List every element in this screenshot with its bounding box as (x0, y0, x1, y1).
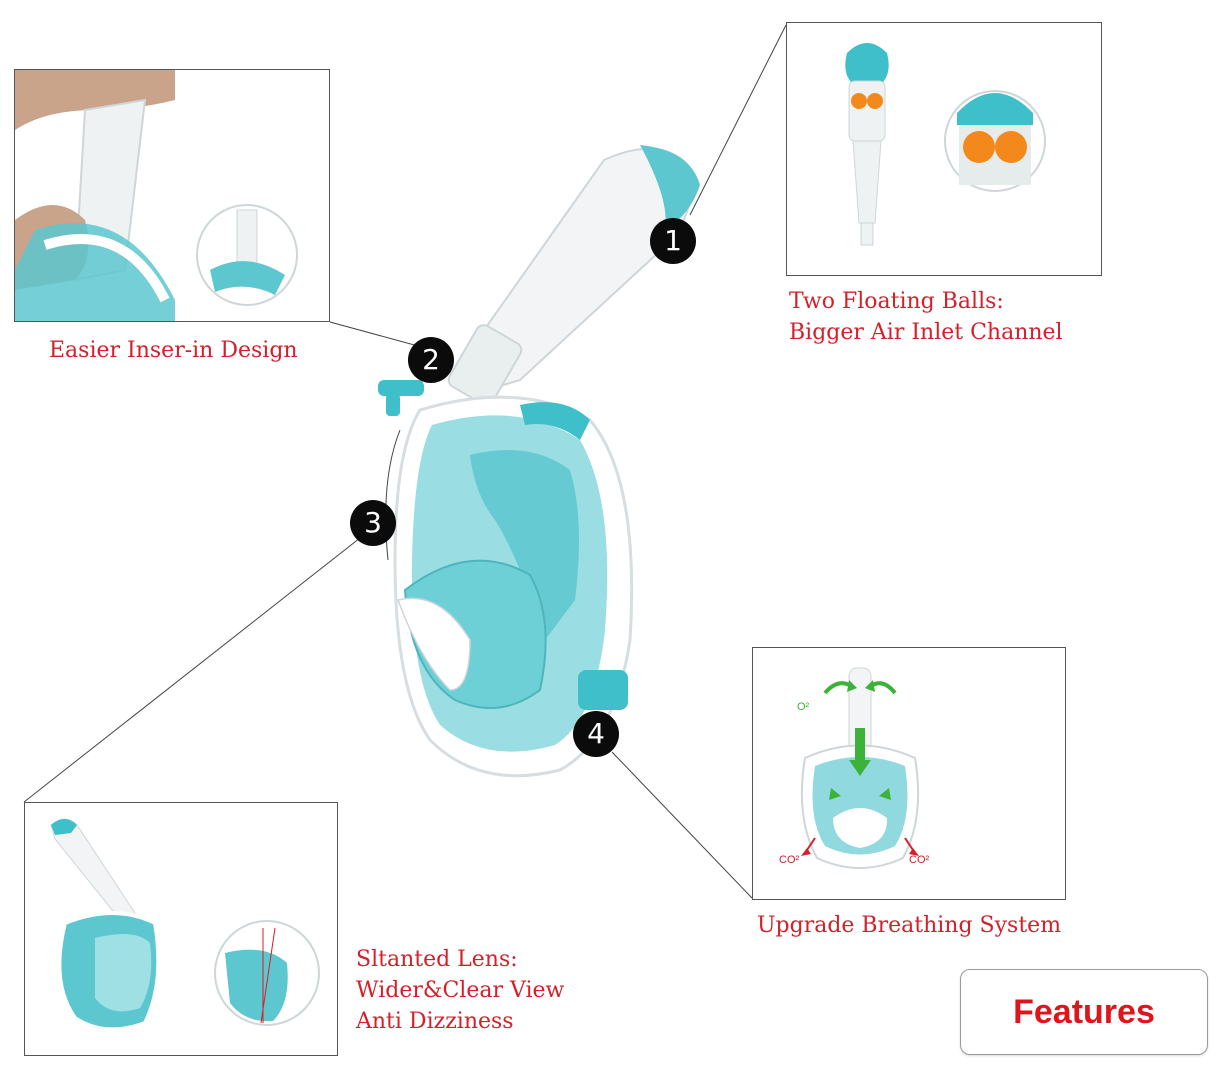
caption-line: Anti Dizziness (356, 1009, 514, 1034)
features-box: Features (960, 969, 1208, 1055)
caption-line: Sltanted Lens: (356, 947, 518, 972)
co2-right-label: CO² (909, 854, 930, 866)
caption-insert-in: Easier Inser-in Design (49, 335, 298, 366)
caption-slanted-lens: Sltanted Lens: Wider&Clear View Anti Diz… (356, 944, 564, 1037)
callout-badge-2: 2 (408, 337, 454, 383)
floating-balls-panel (786, 22, 1102, 276)
connector-line-2 (329, 321, 419, 347)
caption-line: Bigger Air Inlet Channel (789, 320, 1063, 345)
caption-line: Easier Inser-in Design (49, 338, 298, 363)
connector-line-1 (689, 24, 787, 216)
snorkel-tube (447, 145, 700, 406)
slanted-lens-illustration (50, 818, 320, 1032)
o2-label: O² (797, 701, 810, 713)
callout-badge-3: 3 (350, 500, 396, 546)
caption-floating-balls: Two Floating Balls: Bigger Air Inlet Cha… (789, 286, 1063, 348)
slanted-lens-panel (24, 802, 338, 1056)
features-label: Features (1013, 993, 1155, 1031)
full-face-mask (393, 395, 634, 778)
breathing-system-panel: O² CO² CO² (752, 647, 1066, 900)
caption-breathing-system: Upgrade Breathing System (757, 910, 1061, 941)
insert-in-illustration (15, 70, 298, 321)
connector-line-4 (611, 751, 753, 899)
insert-in-panel (14, 69, 330, 322)
caption-line: Two Floating Balls: (789, 289, 1004, 314)
caption-line: Upgrade Breathing System (757, 913, 1062, 938)
connector-line-3 (23, 537, 361, 803)
callout-badge-4: 4 (573, 711, 619, 757)
caption-line: Wider&Clear View (356, 978, 565, 1003)
co2-left-label: CO² (779, 854, 800, 866)
floating-balls-illustration (845, 43, 1046, 246)
breathing-system-illustration: O² CO² CO² (779, 667, 930, 869)
camera-mount (378, 380, 424, 416)
callout-badge-1: 1 (650, 218, 696, 264)
